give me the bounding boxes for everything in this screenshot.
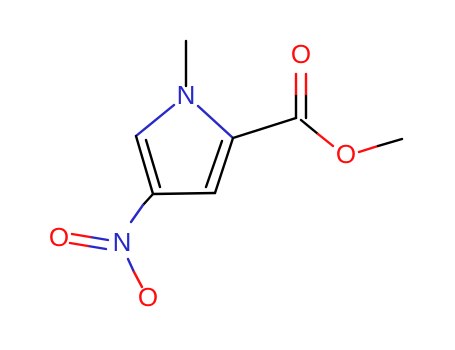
atom-o-ester: O <box>336 139 356 169</box>
bond-n1-c2 <box>196 104 235 140</box>
bond-nitro-n-o-left <box>68 232 110 251</box>
bond-c4-c3 <box>151 191 217 196</box>
bond-ester-o-methyl <box>357 137 404 154</box>
bond-c3-c2-double <box>204 136 235 195</box>
bond-nitro-n-o-bottom <box>126 257 144 289</box>
bond-carbonyl-double-o <box>294 72 308 120</box>
bond-n1-c5 <box>134 103 176 138</box>
atom-n1: N <box>177 80 196 110</box>
bond-carbonyl-ester-o <box>299 118 335 148</box>
atom-n-nitro: N <box>113 227 132 257</box>
bond-c4-nitro-n <box>129 192 155 224</box>
atom-o-nitro-bottom: O <box>138 282 158 312</box>
bond-c2-carbonyl-carbon <box>231 116 298 140</box>
atom-o-carbonyl: O <box>291 39 311 69</box>
bond-c5-c4-double <box>134 134 162 196</box>
atom-o-nitro-left: O <box>49 222 69 252</box>
